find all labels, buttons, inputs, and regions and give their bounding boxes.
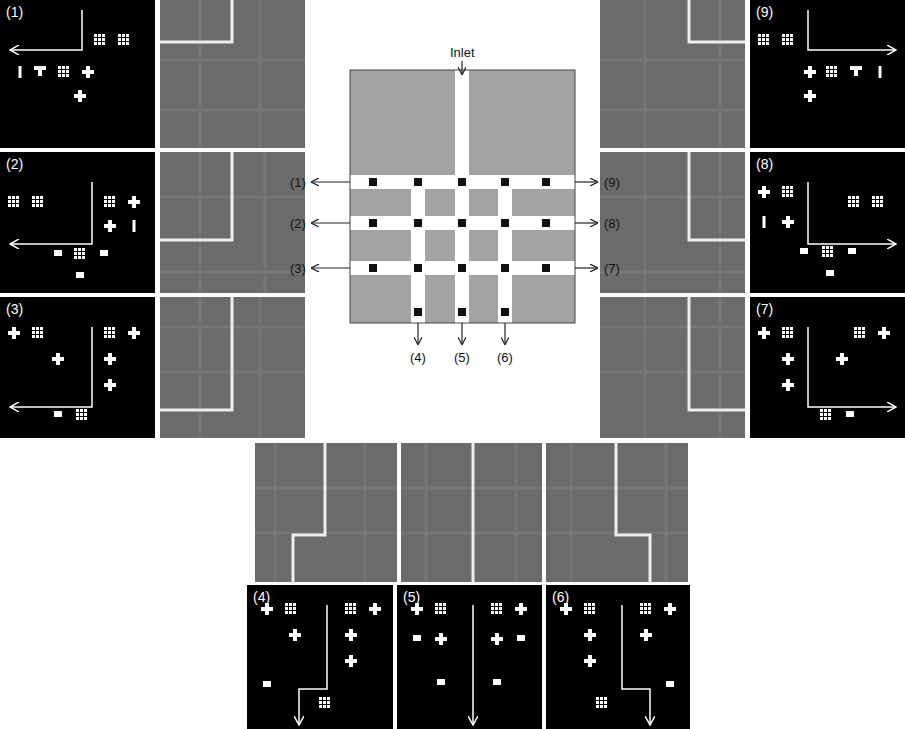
micrograph [600,0,745,148]
pattern-panel: (8) [750,152,905,293]
outlet-number: (7) [604,261,620,276]
panel-number: (8) [756,156,773,172]
flow-pattern [247,585,393,729]
flow-pattern [546,585,690,729]
panel-number: (2) [6,156,23,172]
panel-number: (1) [6,4,23,20]
outlet-number: (9) [604,175,620,190]
outlet-number: (5) [454,350,470,365]
chip-schematic [312,61,597,344]
panel-number: (9) [756,4,773,20]
outlet-number: (6) [497,350,513,365]
panel-number: (4) [253,589,270,605]
flow-pattern [397,585,542,729]
micrograph [160,152,305,293]
micrograph [160,297,305,438]
pattern-panel: (3) [0,297,155,438]
pattern-panel: (6) [546,585,690,729]
pattern-panel: (4) [247,585,393,729]
panel-number: (7) [756,301,773,317]
pattern-panel: (9) [750,0,905,148]
micrograph [160,0,305,148]
panel-number: (6) [552,589,569,605]
micrograph [401,443,542,582]
outlet-number: (8) [604,216,620,231]
outlet-number: (2) [290,216,306,231]
micrograph [546,443,688,582]
pattern-panel: (1) [0,0,155,148]
panel-number: (3) [6,301,23,317]
outlet-number: (4) [410,350,426,365]
panel-number: (5) [403,589,420,605]
flow-pattern [750,297,905,438]
pattern-panel: (5) [397,585,542,729]
outlet-number: (1) [290,175,306,190]
flow-pattern [0,0,155,148]
flow-pattern [750,0,905,148]
flow-pattern [0,297,155,438]
micrograph [600,297,745,438]
pattern-panel: (7) [750,297,905,438]
pattern-panel: (2) [0,152,155,293]
inlet-label: Inlet [450,45,475,60]
flow-pattern [750,152,905,293]
micrograph [255,443,397,582]
flow-pattern [0,152,155,293]
outlet-number: (3) [290,261,306,276]
micrograph [600,152,745,293]
